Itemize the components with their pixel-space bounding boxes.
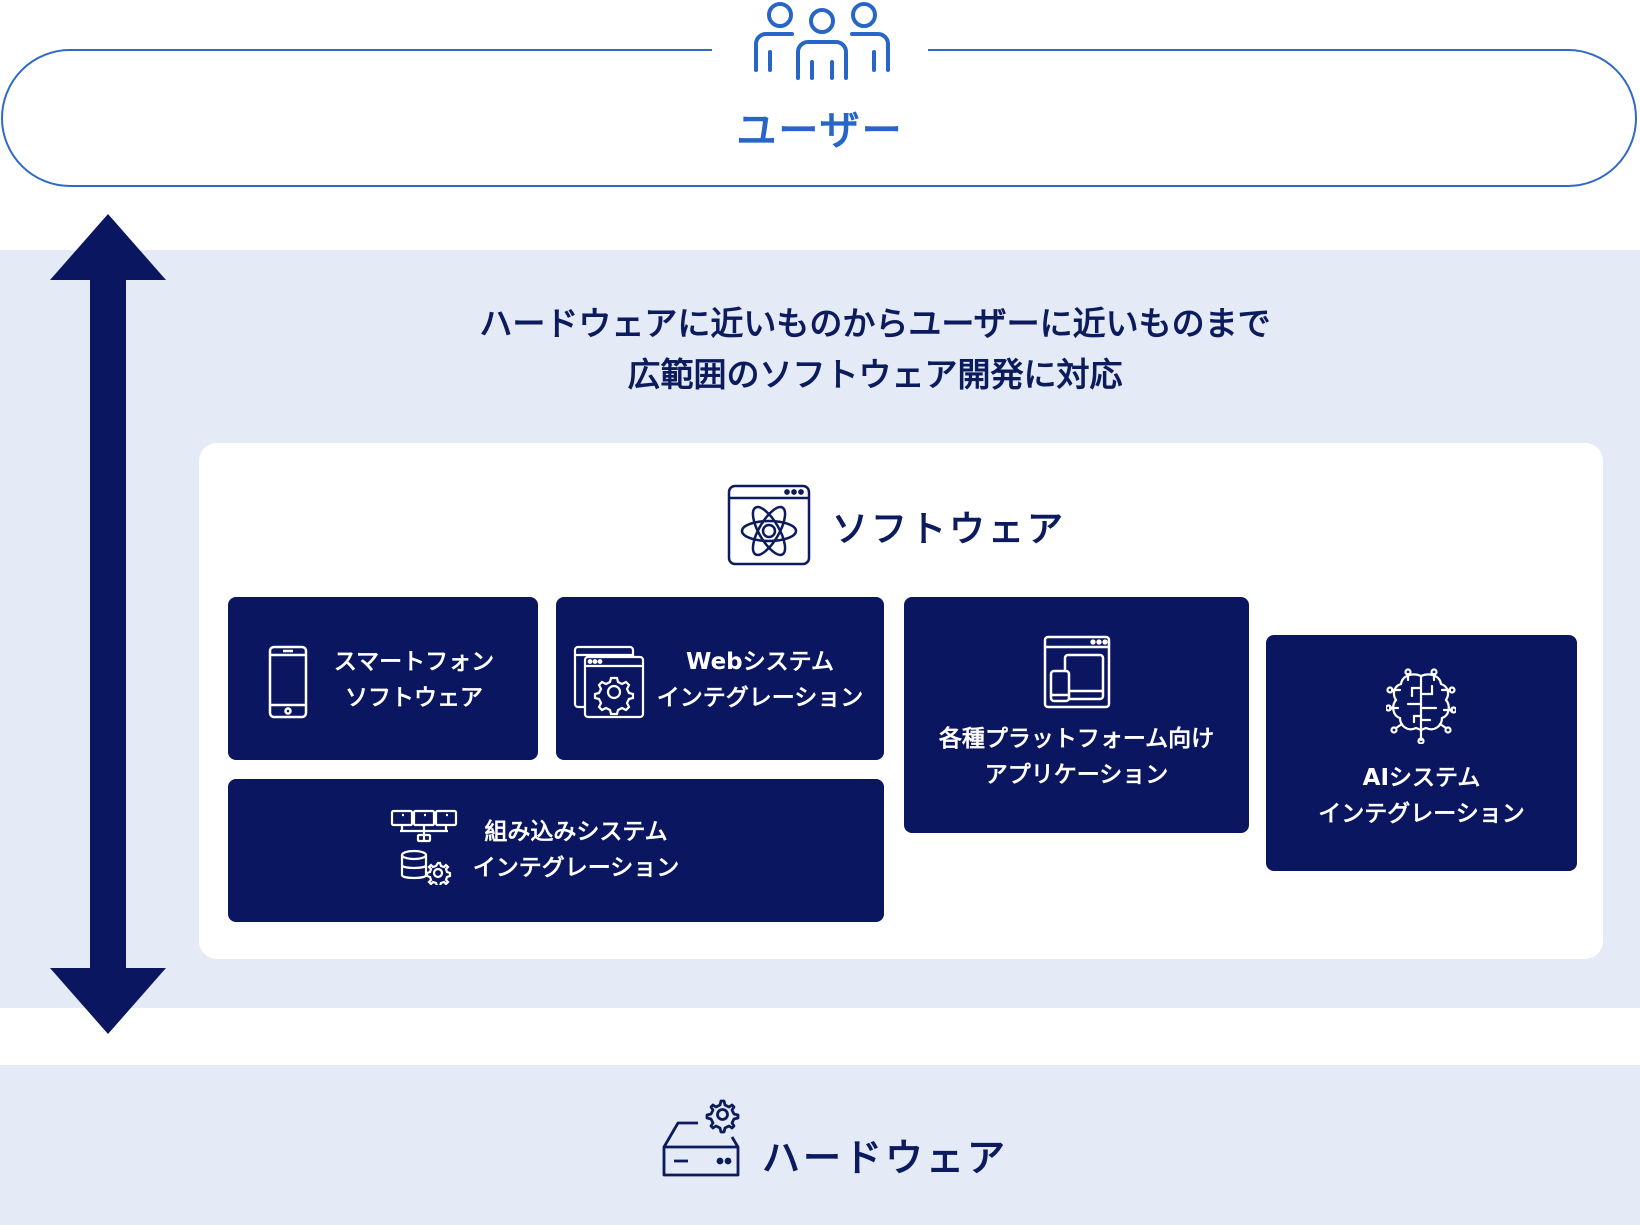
ai-brain-icon: [1386, 668, 1456, 744]
card-line-2: ソフトウェア: [345, 685, 483, 711]
embedded-network-icon: [390, 809, 458, 885]
headline-line-1: ハードウェアに近いものからユーザーに近いものまで: [479, 304, 1271, 343]
card-line-1: AIシステム: [1362, 765, 1481, 791]
card-line-2: インテグレーション: [472, 855, 680, 881]
card-web-system-integration[interactable]: Webシステム インテグレーション: [556, 597, 884, 760]
software-title: ソフトウェア: [832, 509, 1067, 550]
smartphone-icon: [268, 645, 308, 719]
headline-line-2: 広範囲のソフトウェア開発に対応: [627, 355, 1123, 394]
card-embedded-system-integration[interactable]: 組み込みシステム インテグレーション: [228, 779, 884, 922]
card-multi-platform-apps[interactable]: 各種プラットフォーム向け アプリケーション: [904, 597, 1249, 833]
user-label: ユーザー: [736, 108, 904, 154]
card-line-2: アプリケーション: [984, 762, 1169, 788]
users-icon: [754, 2, 890, 80]
hardware-band: [0, 1065, 1640, 1225]
atom-window-icon: [727, 484, 811, 566]
headline: ハードウェアに近いものからユーザーに近いものまで 広範囲のソフトウェア開発に対応: [300, 298, 1450, 400]
card-line-1: スマートフォン: [333, 649, 495, 675]
web-settings-icon: [573, 645, 645, 719]
hardware-label: ハードウェア: [762, 1136, 1009, 1180]
card-line-1: 組み込みシステム: [484, 819, 668, 845]
card-line-2: インテグレーション: [1318, 801, 1525, 827]
card-ai-system-integration[interactable]: AIシステム インテグレーション: [1266, 635, 1577, 871]
card-smartphone-software[interactable]: スマートフォン ソフトウェア: [228, 597, 538, 760]
card-line-1: 各種プラットフォーム向け: [938, 726, 1215, 752]
double-arrow-icon: [50, 214, 166, 1034]
card-line-2: インテグレーション: [656, 685, 864, 711]
card-line-1: Webシステム: [686, 649, 834, 675]
hardware-drive-icon: [662, 1099, 740, 1177]
multi-device-icon: [1043, 635, 1111, 709]
